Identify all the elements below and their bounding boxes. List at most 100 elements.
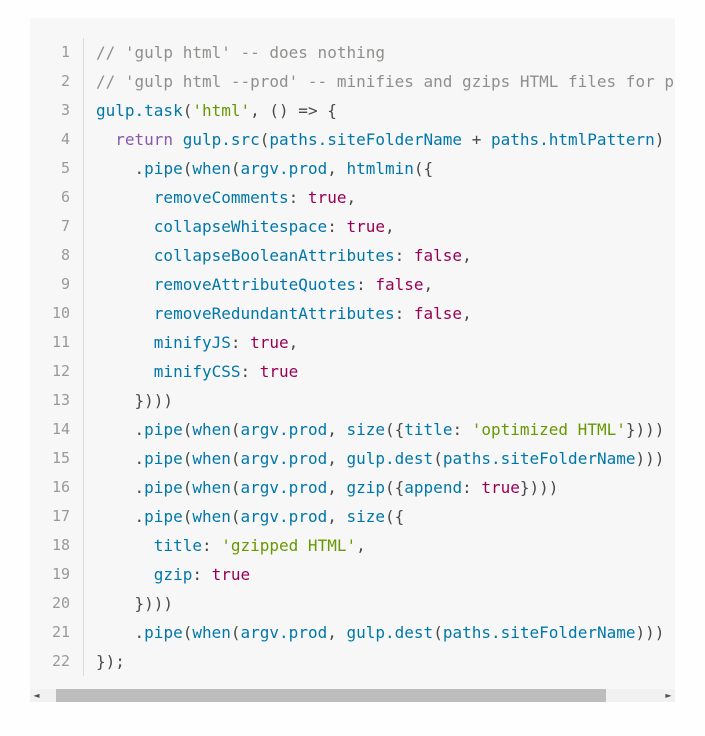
code-token: , <box>327 449 347 468</box>
code-token: }))) <box>96 391 174 410</box>
code-token: gulp.task <box>96 101 183 120</box>
code-token: argv.prod <box>240 159 328 178</box>
code-token: 'optimized HTML' <box>471 420 626 439</box>
code-token: }); <box>96 652 125 671</box>
line-number: 2 <box>60 72 70 90</box>
scrollbar-right-arrow-button[interactable]: ► <box>662 689 675 702</box>
code-token: when <box>192 623 231 642</box>
code-token: collapseWhitespace <box>153 217 328 236</box>
code-token: : <box>192 565 212 584</box>
code-token: append <box>404 478 463 497</box>
code-line: .pipe(when(argv.prod, gzip({append: true… <box>96 473 675 502</box>
code-token: paths.siteFolderName <box>269 130 463 149</box>
line-number: 20 <box>51 594 70 612</box>
code-token: true <box>481 478 520 497</box>
scrollbar-left-arrow-button[interactable]: ◄ <box>30 689 43 702</box>
code-line: collapseBooleanAttributes: false, <box>96 241 675 270</box>
code-token: ( <box>230 420 241 439</box>
line-number: 5 <box>60 159 70 177</box>
scrollbar-thumb[interactable] <box>56 689 606 702</box>
code-token: , <box>462 246 472 265</box>
code-token: : <box>394 246 414 265</box>
code-token: removeComments <box>153 188 289 207</box>
code-token: ( <box>433 449 443 468</box>
left-arrow-icon: ◄ <box>33 690 40 700</box>
right-arrow-icon: ► <box>665 690 672 700</box>
line-number: 4 <box>60 130 70 148</box>
code-token: gulp.dest <box>346 449 434 468</box>
code-token: ( <box>182 507 193 526</box>
horizontal-scrollbar[interactable]: ◄ ► <box>30 689 675 702</box>
code-line: .pipe(when(argv.prod, size({title: 'opti… <box>96 415 675 444</box>
code-token: ( <box>230 507 241 526</box>
code-token: : <box>230 333 251 352</box>
code-token: false <box>375 275 424 294</box>
code-token: pipe <box>144 478 183 497</box>
code-token: . <box>96 159 145 178</box>
line-number: 1 <box>60 43 70 61</box>
code-token: : <box>288 188 308 207</box>
code-token <box>96 362 154 381</box>
code-token: ( <box>230 159 241 178</box>
code-token: gulp.src <box>182 130 260 149</box>
code-token: . <box>96 420 145 439</box>
code-token: true <box>259 362 299 381</box>
code-token: ({ <box>385 420 405 439</box>
code-token: , <box>346 188 357 207</box>
code-token: return <box>115 130 174 149</box>
code-token: , <box>327 507 347 526</box>
code-token: paths.siteFolderName <box>442 449 636 468</box>
code-token: argv.prod <box>240 420 328 439</box>
code-token: true <box>250 333 289 352</box>
code-token: : <box>462 478 482 497</box>
code-token <box>96 188 154 207</box>
code-token <box>96 536 154 555</box>
code-token: . <box>96 478 145 497</box>
code-token: : <box>240 362 260 381</box>
code-token: size <box>346 420 386 439</box>
code-token: , <box>327 159 347 178</box>
code-token: : <box>452 420 472 439</box>
code-line: removeRedundantAttributes: false, <box>96 299 675 328</box>
code-token: , <box>423 275 434 294</box>
code-token: size <box>346 507 386 526</box>
code-token: pipe <box>144 159 183 178</box>
line-number: 17 <box>51 507 70 525</box>
code-token: paths.siteFolderName <box>442 623 636 642</box>
line-number: 11 <box>51 333 70 351</box>
code-token: + <box>462 130 491 149</box>
code-token: false <box>413 246 463 265</box>
code-token: title <box>404 420 453 439</box>
code-token: , <box>356 536 366 555</box>
code-token: // 'gulp html' -- does nothing <box>96 43 385 62</box>
code-token: ({ <box>413 159 434 178</box>
code-token: pipe <box>144 507 183 526</box>
code-line: gulp.task('html', () => { <box>96 96 675 125</box>
code-token: ( <box>182 623 193 642</box>
code-token: minifyJS <box>153 333 231 352</box>
code-line: return gulp.src(paths.siteFolderName + p… <box>96 125 675 154</box>
line-number: 6 <box>60 188 70 206</box>
scrollbar-track[interactable] <box>43 689 662 702</box>
code-lines: // 'gulp html' -- does nothing // 'gulp h… <box>84 38 675 676</box>
code-line: .pipe(when(argv.prod, htmlmin({ <box>96 154 675 183</box>
code-token: 'gzipped HTML' <box>221 536 357 555</box>
code-token: }))) <box>519 478 559 497</box>
code-token: , <box>327 623 347 642</box>
code-token: when <box>192 420 231 439</box>
code-token: . <box>96 623 145 642</box>
code-token <box>96 333 154 352</box>
code-line: removeAttributeQuotes: false, <box>96 270 675 299</box>
line-number: 21 <box>51 623 70 641</box>
code-token <box>96 130 115 149</box>
line-number: 12 <box>51 362 70 380</box>
code-token: // 'gulp html --prod' -- minifies and gz… <box>96 72 675 91</box>
line-number: 19 <box>51 565 70 583</box>
line-number: 15 <box>51 449 70 467</box>
code-token: ( <box>230 623 241 642</box>
code-token: removeAttributeQuotes <box>153 275 357 294</box>
code-line: .pipe(when(argv.prod, gulp.dest(paths.si… <box>96 618 675 647</box>
code-token: argv.prod <box>240 623 328 642</box>
code-token: ) <box>654 130 665 149</box>
